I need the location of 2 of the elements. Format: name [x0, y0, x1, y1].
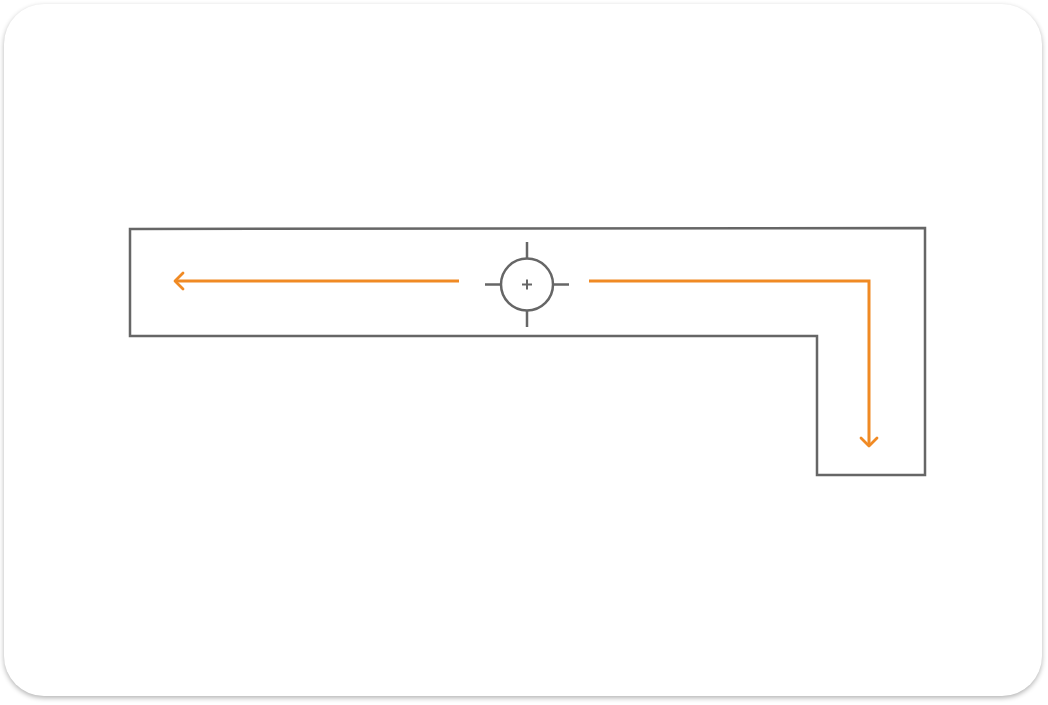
arrow — [589, 279, 879, 448]
arrow — [173, 271, 459, 291]
